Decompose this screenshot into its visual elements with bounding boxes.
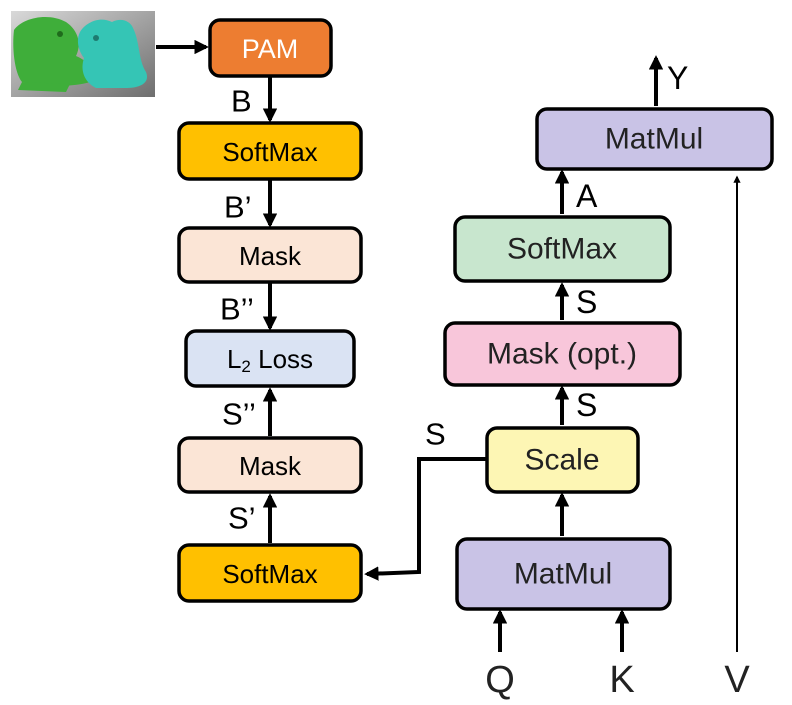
edge-label-a: A [576, 178, 598, 214]
right-edge-labels: Y A S S Q K V [485, 60, 750, 701]
matmul-bottom-box: MatMul [455, 537, 672, 611]
mask-bottom-label: Mask [239, 451, 302, 481]
right-connectors [492, 55, 664, 652]
input-label-k: K [609, 659, 634, 701]
softmax-green-box: SoftMax [453, 215, 672, 283]
softmax-bottom-label: SoftMax [222, 559, 317, 589]
edge-label-b-prime: B’ [224, 190, 252, 225]
mask-opt-box: Mask (opt.) [443, 321, 682, 387]
edge-label-s-lower: S [576, 387, 597, 423]
segmentation-thumbnail [11, 11, 155, 97]
scale-label: Scale [524, 444, 599, 477]
input-label-v: V [724, 659, 750, 701]
input-label-q: Q [485, 659, 515, 701]
mask-top-box: Mask [177, 226, 363, 284]
matmul-top-label: MatMul [605, 123, 703, 156]
arrow-scale-to-softmax [364, 457, 487, 581]
edge-label-b: B [231, 84, 252, 119]
edge-label-s-upper: S [576, 284, 597, 320]
softmax-bottom-box: SoftMax [177, 543, 363, 603]
softmax-top-box: SoftMax [177, 121, 363, 181]
left-edge-labels: B B’ B’’ S’’ S’ S [220, 84, 446, 536]
softmax-green-label: SoftMax [507, 233, 617, 266]
left-connectors [156, 39, 487, 581]
edge-label-b-double-prime: B’’ [220, 292, 254, 327]
mask-bottom-box: Mask [177, 436, 363, 494]
edge-label-s-cross: S [425, 417, 446, 452]
l2-loss-label: L2 Loss [227, 344, 313, 376]
edge-label-s-double-prime: S’’ [222, 397, 256, 432]
pam-box: PAM [208, 18, 333, 78]
softmax-top-label: SoftMax [222, 137, 317, 167]
matmul-bottom-label: MatMul [514, 558, 612, 591]
pam-label: PAM [242, 34, 299, 64]
l2-loss-box: L2 Loss [184, 329, 356, 388]
matmul-top-box: MatMul [535, 107, 774, 171]
output-label-y: Y [667, 60, 688, 96]
scale-box: Scale [485, 426, 640, 494]
edge-label-s-prime: S’ [228, 501, 256, 536]
mask-top-label: Mask [239, 241, 302, 271]
mask-opt-label: Mask (opt.) [487, 338, 637, 371]
